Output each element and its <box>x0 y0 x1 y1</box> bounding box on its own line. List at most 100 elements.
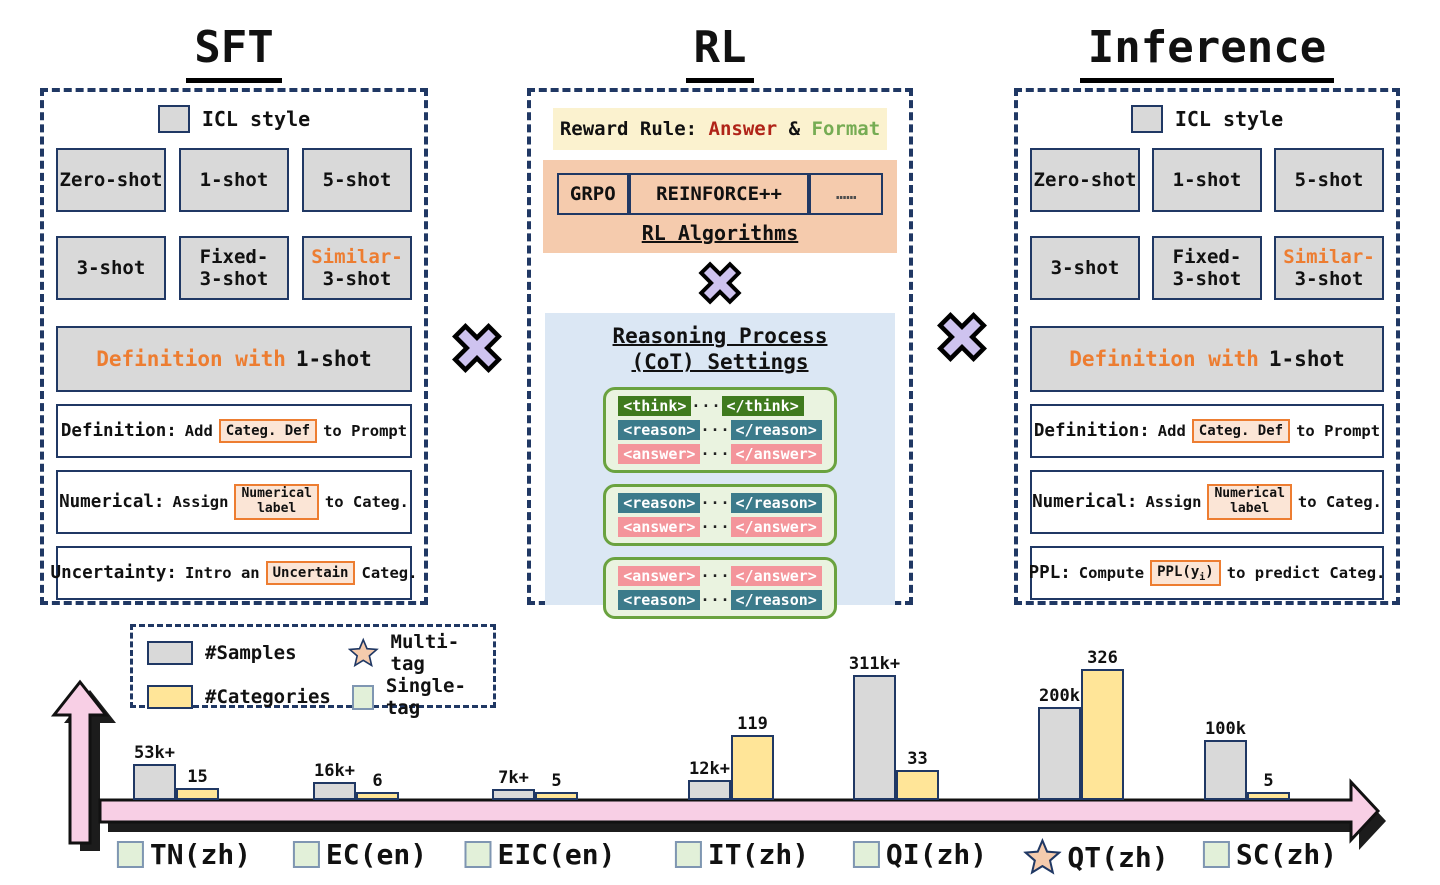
row-pre: Add <box>1157 422 1186 440</box>
answer-close-tag: </answer> <box>730 443 822 464</box>
multiply-icon <box>937 312 987 362</box>
bar-value: 119 <box>737 714 768 734</box>
row-pre: Assign <box>1145 493 1202 511</box>
defwith-accent: Definition with <box>96 347 286 371</box>
defwith-accent: Definition with <box>1069 347 1259 371</box>
sft-shot-row-2: 3-shot Fixed-3-shot Similar-3-shot <box>56 236 412 300</box>
bar-qi-samples: 311k+ <box>849 654 900 800</box>
bar-sc-samples: 100k <box>1204 719 1247 800</box>
single-tag-swatch-icon <box>352 684 374 710</box>
reward-answer: Answer <box>708 118 778 140</box>
bar-qt-categories: 326 <box>1081 648 1124 800</box>
cot-row: <answer>···</answer> <box>618 516 822 537</box>
sft-definition-with-1-shot: Definition with 1-shot <box>56 326 412 392</box>
bar-value: 326 <box>1087 648 1118 668</box>
reward-format: Format <box>811 118 881 140</box>
rl-algorithms-row: GRPO REINFORCE++ …… <box>557 173 883 215</box>
ellipsis: ··· <box>700 444 731 463</box>
inference-ppl-row: PPL: Compute PPL(yi) to predict Categ. <box>1029 546 1386 600</box>
bar-value: 100k <box>1205 719 1246 739</box>
ellipsis: ··· <box>700 493 731 512</box>
bar-eic-samples: 7k+ <box>492 768 535 800</box>
inference-icl-row: ICL style <box>1030 104 1384 134</box>
legend-categories: #Categories <box>147 685 342 709</box>
bar-value: 33 <box>907 749 928 769</box>
sft-similar-3-shot: Similar-3-shot <box>302 236 412 300</box>
sft-1-shot: 1-shot <box>179 148 289 212</box>
shot-label: 1-shot <box>1172 168 1242 191</box>
single-tag-icon <box>292 841 320 868</box>
bar-value: 15 <box>187 767 208 787</box>
x-axis-arrow <box>98 778 1381 844</box>
cot-row: <answer>···</answer> <box>618 443 822 464</box>
reason-close-tag: </reason> <box>730 419 822 440</box>
multiply-icon <box>698 261 742 305</box>
reason-open-tag: <reason> <box>618 419 701 440</box>
bar-it-samples: 12k+ <box>688 759 731 800</box>
cot-row: <answer>···</answer> <box>618 565 822 586</box>
samples-swatch-icon <box>147 641 193 665</box>
reason-open-tag: <reason> <box>618 492 701 513</box>
single-tag-icon <box>852 841 880 868</box>
reason-open-tag: <reason> <box>618 589 701 610</box>
cot-group-answer-reason: <answer>···</answer> <reason> ··· </reason… <box>603 556 837 619</box>
ellipsis: ··· <box>700 566 731 585</box>
shot-label: Zero-shot <box>1033 168 1137 191</box>
multiply-icon <box>452 323 502 373</box>
inference-definition-row: Definition: Add Categ. Def to Prompt <box>1030 404 1384 458</box>
sft-icl-row: ICL style <box>56 104 412 134</box>
answer-close-tag: </answer> <box>730 565 822 586</box>
row-post: to Categ. <box>1297 493 1382 511</box>
row-head: Numerical: <box>59 492 165 512</box>
inference-5-shot: 5-shot <box>1274 148 1384 212</box>
shot-label: 3-shot <box>199 268 269 290</box>
shot-label: Similar- <box>1283 245 1375 268</box>
chart-legend: #Samples Multi-tag #Categories Single-ta… <box>130 624 496 719</box>
shot-label: Fixed- <box>1172 245 1242 268</box>
reward-amp: & <box>777 118 812 140</box>
chart-axes <box>50 679 1386 851</box>
bar-qi-categories: 33 <box>896 749 939 800</box>
reason-close-tag: </reason> <box>730 589 822 610</box>
defwith-rest: 1-shot <box>295 347 372 371</box>
checkbox-icon <box>1130 105 1163 133</box>
bar-tn-samples: 53k+ <box>133 743 176 800</box>
single-tag-icon <box>674 841 702 868</box>
bar-value: 53k+ <box>134 743 175 763</box>
shot-label: 5-shot <box>1294 168 1364 191</box>
defwith-rest: 1-shot <box>1268 347 1345 371</box>
inference-1-shot: 1-shot <box>1152 148 1262 212</box>
sft-definition-row: Definition: Add Categ. Def to Prompt <box>56 404 412 458</box>
answer-open-tag: <answer> <box>618 443 701 464</box>
single-tag-icon <box>464 841 492 868</box>
cot-title: Reasoning Process(CoT) Settings <box>612 324 828 375</box>
row-post: to predict Categ. <box>1226 564 1386 582</box>
bar-ec-categories: 6 <box>356 771 399 800</box>
cot-group-reason-answer: <reason>···</reason> <answer>···</answer… <box>603 483 837 546</box>
rl-algorithms-box: GRPO REINFORCE++ …… RL Algorithms <box>543 160 897 253</box>
reward-label: Reward Rule: <box>559 118 709 140</box>
bar-tn-categories: 15 <box>176 767 219 800</box>
row-head: Uncertainty: <box>50 563 177 583</box>
row-post: to Prompt <box>1296 422 1381 440</box>
sft-uncertainty-row: Uncertainty: Intro an Uncertain Categ. <box>51 546 417 600</box>
answer-open-tag: <answer> <box>618 516 701 537</box>
category-label-tn: TN(zh) <box>116 838 251 871</box>
bar-value: 6 <box>372 771 383 791</box>
ellipsis: ··· <box>691 396 722 415</box>
category-label-ec: EC(en) <box>292 838 427 871</box>
sft-zero-shot: Zero-shot <box>56 148 166 212</box>
category-label-sc: SC(zh) <box>1202 838 1337 871</box>
star-icon <box>348 637 379 668</box>
cot-row: <think>···</think> <box>618 395 822 416</box>
rl-panel: Reward Rule: Answer & Format GRPO REINFO… <box>527 88 913 619</box>
bar-it-categories: 119 <box>731 714 774 800</box>
sft-shot-row-1: Zero-shot 1-shot 5-shot <box>56 148 412 212</box>
icl-style-label: ICL style <box>201 107 311 131</box>
inference-similar-3-shot: Similar-3-shot <box>1274 236 1384 300</box>
inference-fixed-3-shot: Fixed-3-shot <box>1152 236 1262 300</box>
shot-label: Similar- <box>311 245 403 268</box>
